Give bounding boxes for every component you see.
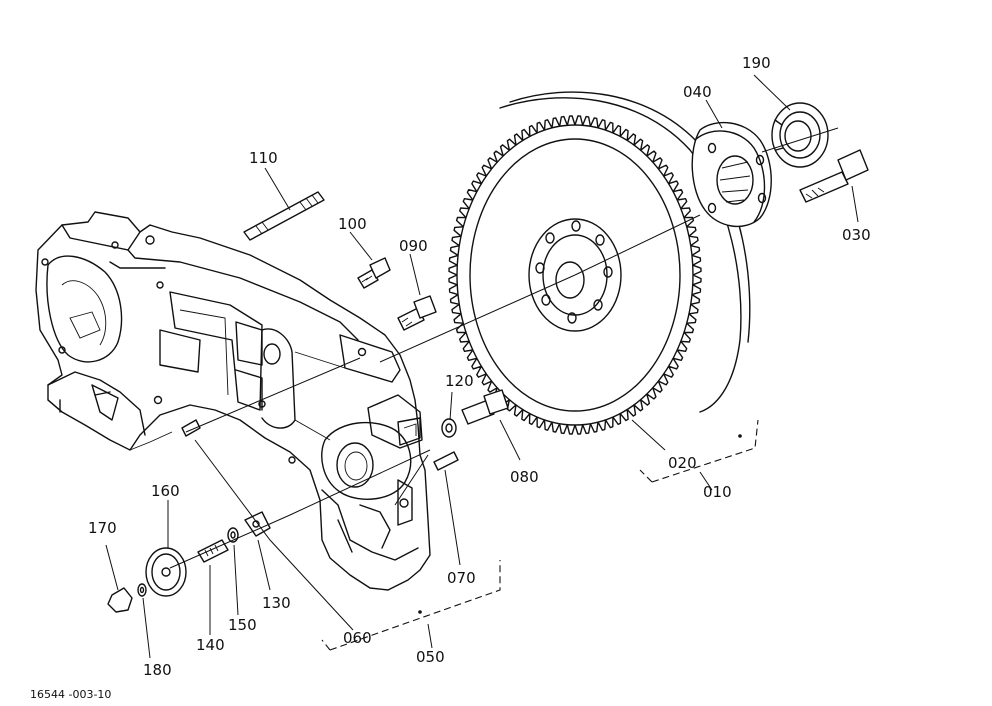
label-170: 170 bbox=[88, 519, 117, 537]
stud-140 bbox=[197, 539, 229, 563]
label-080: 080 bbox=[510, 468, 539, 486]
label-180: 180 bbox=[143, 661, 172, 679]
label-050: 050 bbox=[416, 648, 445, 666]
label-190: 190 bbox=[742, 54, 771, 72]
part-labels: 110 100 090 190 040 030 120 080 070 020 … bbox=[30, 54, 871, 701]
label-100: 100 bbox=[338, 215, 367, 233]
pin-070 bbox=[433, 451, 459, 471]
cover-plate-160 bbox=[145, 547, 187, 597]
label-020: 020 bbox=[668, 454, 697, 472]
label-130: 130 bbox=[262, 594, 291, 612]
bolt-100 bbox=[357, 257, 391, 289]
washer-180 bbox=[137, 583, 147, 597]
bolt-090 bbox=[397, 295, 437, 331]
label-070: 070 bbox=[447, 569, 476, 587]
label-090: 090 bbox=[399, 237, 428, 255]
label-030: 030 bbox=[842, 226, 871, 244]
label-120: 120 bbox=[445, 372, 474, 390]
assembly-axes bbox=[169, 127, 839, 569]
adapter-flange bbox=[691, 121, 772, 228]
bolt-080 bbox=[461, 389, 509, 425]
nut-170 bbox=[107, 587, 133, 613]
washer-120 bbox=[441, 418, 457, 438]
label-160: 160 bbox=[151, 482, 180, 500]
group-brackets bbox=[321, 419, 759, 651]
bearing bbox=[771, 102, 829, 168]
bolt-030 bbox=[799, 149, 869, 203]
label-010: 010 bbox=[703, 483, 732, 501]
washer-150 bbox=[227, 527, 239, 543]
label-150: 150 bbox=[228, 616, 257, 634]
leader-lines bbox=[105, 74, 859, 659]
reference-code: 16544 -003-10 bbox=[30, 688, 111, 701]
label-140: 140 bbox=[196, 636, 225, 654]
label-060: 060 bbox=[343, 629, 372, 647]
stud-bolt bbox=[243, 191, 325, 241]
label-110: 110 bbox=[249, 149, 278, 167]
label-040: 040 bbox=[683, 83, 712, 101]
pin-060 bbox=[181, 419, 201, 437]
